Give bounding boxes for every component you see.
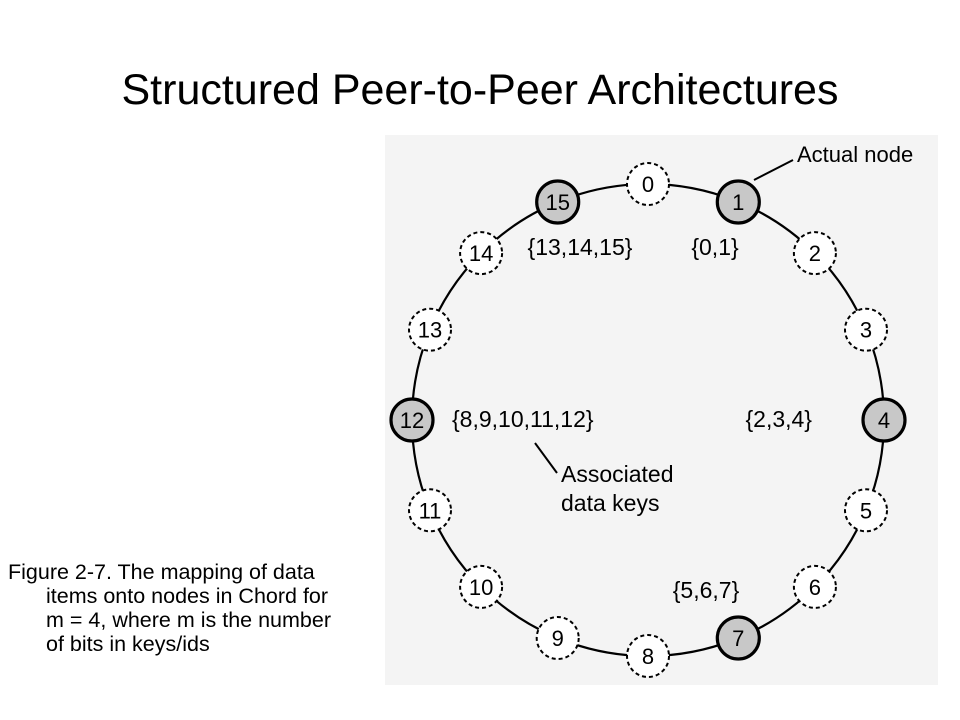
actual-node-circle: [715, 179, 761, 225]
ring-node-0: 0: [626, 162, 670, 206]
ring-node-14: 14: [459, 231, 504, 276]
ring-node-3: 3: [844, 307, 888, 352]
actual-node-circle: [715, 615, 761, 661]
virtual-node-circle: [792, 231, 837, 276]
caption-line-4: of bits in keys/ids: [46, 632, 210, 656]
node-id-label: 10: [469, 575, 493, 600]
virtual-node-circle: [844, 488, 888, 533]
virtual-node-circle: [535, 616, 580, 660]
actual-node-circle: [535, 179, 581, 225]
node-id-label: 3: [860, 318, 872, 343]
keyset-node-7: {5,6,7}: [673, 577, 740, 603]
actual-node-pointer: [753, 159, 794, 181]
keyset-node-1: {0,1}: [691, 234, 739, 260]
actual-node-circle: [389, 397, 435, 443]
ring-node-15: 15: [535, 179, 581, 225]
ring-node-2: 2: [792, 231, 837, 276]
ring-node-1: 1: [715, 179, 761, 225]
associated-keys-label-line2: data keys: [561, 490, 659, 516]
keyset-node-4: {2,3,4}: [745, 406, 812, 432]
node-id-label: 7: [732, 626, 744, 651]
node-id-label: 12: [400, 408, 424, 433]
actual-node-circle: [861, 397, 907, 443]
node-id-label: 1: [732, 190, 744, 215]
virtual-node-circle: [459, 564, 504, 609]
virtual-node-circle: [626, 634, 670, 678]
node-id-label: 13: [418, 318, 442, 343]
figure-caption: Figure 2-7. The mapping of data items on…: [8, 560, 403, 656]
node-id-label: 0: [642, 172, 654, 197]
node-id-label: 5: [860, 498, 872, 523]
associated-keys-label-line1: Associated: [561, 461, 674, 487]
virtual-node-circle: [459, 231, 504, 276]
node-id-label: 4: [878, 408, 890, 433]
virtual-node-circle: [408, 488, 452, 533]
virtual-node-circle: [844, 307, 888, 352]
caption-line-2: items onto nodes in Chord for: [46, 584, 329, 608]
virtual-node-circle: [626, 162, 670, 206]
ring-node-6: 6: [792, 564, 837, 609]
ring-node-4: 4: [861, 397, 907, 443]
ring-node-12: 12: [389, 397, 435, 443]
slide-title: Structured Peer-to-Peer Architectures: [121, 66, 839, 114]
caption-line-1: Figure 2-7. The mapping of data: [8, 560, 315, 584]
ring-node-11: 11: [408, 488, 452, 533]
ring-node-5: 5: [844, 488, 888, 533]
node-id-label: 14: [469, 241, 493, 266]
caption-line-3: m = 4, where m is the number: [46, 608, 331, 632]
node-id-label: 11: [419, 498, 442, 523]
node-id-label: 6: [809, 575, 821, 600]
associated-keys-pointer: [534, 442, 558, 474]
node-id-label: 9: [552, 626, 564, 651]
keyset-node-15: {13,14,15}: [528, 234, 633, 260]
keyset-node-12: {8,9,10,11,12}: [452, 406, 594, 432]
ring-node-8: 8: [626, 634, 670, 678]
actual-node-label: Actual node: [797, 142, 913, 167]
ring-node-7: 7: [715, 615, 761, 661]
virtual-node-circle: [408, 307, 452, 352]
node-id-label: 8: [642, 644, 654, 669]
node-id-label: 15: [545, 190, 569, 215]
node-id-label: 2: [809, 241, 821, 266]
ring-node-10: 10: [459, 564, 504, 609]
virtual-node-circle: [792, 564, 837, 609]
ring-node-13: 13: [408, 307, 452, 352]
ring-node-9: 9: [535, 616, 580, 660]
